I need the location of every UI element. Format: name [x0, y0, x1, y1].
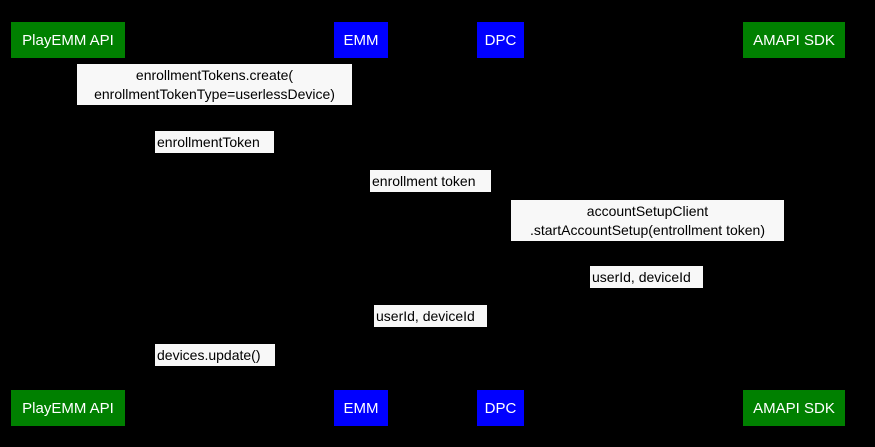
- participant-label: EMM: [343, 31, 379, 49]
- participant-header-playemm-api[interactable]: PlayEMM API: [11, 22, 125, 58]
- lifeline-emm: [360, 58, 362, 390]
- lifeline-amapi-sdk: [793, 58, 795, 390]
- message-arrow-msg-enrollment-tokens-create: [68, 107, 361, 108]
- message-label-msg-start-account-setup: accountSetupClient .startAccountSetup(en…: [511, 200, 784, 241]
- message-arrow-msg-userid-deviceid-to-dpc: [500, 290, 794, 291]
- message-arrow-msg-start-account-setup: [500, 243, 794, 244]
- participant-header-amapi-sdk[interactable]: AMAPI SDK: [743, 22, 845, 58]
- participant-label: AMAPI SDK: [753, 31, 835, 49]
- message-label-msg-devices-update: devices.update(): [155, 344, 275, 366]
- participant-header-dpc[interactable]: DPC: [477, 22, 524, 58]
- participant-label: EMM: [343, 399, 379, 417]
- participant-label: PlayEMM API: [22, 399, 114, 417]
- participant-footer-emm[interactable]: EMM: [334, 390, 388, 426]
- message-label-msg-userid-deviceid-to-emm: userId, deviceId: [374, 305, 487, 327]
- participant-label: PlayEMM API: [22, 31, 114, 49]
- participant-label: DPC: [484, 31, 517, 49]
- lifeline-playemm-api: [67, 58, 69, 390]
- lifeline-dpc: [500, 58, 501, 390]
- participant-label: AMAPI SDK: [753, 399, 835, 417]
- message-arrow-msg-enrollment-token-response: [68, 155, 361, 156]
- participant-footer-playemm-api[interactable]: PlayEMM API: [11, 390, 125, 426]
- message-arrow-msg-devices-update: [68, 368, 361, 369]
- participant-label: DPC: [484, 399, 517, 417]
- message-arrow-msg-enrollment-token-to-dpc: [361, 194, 501, 195]
- message-arrow-msg-userid-deviceid-to-emm: [361, 329, 501, 330]
- participant-footer-dpc[interactable]: DPC: [477, 390, 524, 426]
- message-label-msg-enrollment-tokens-create: enrollmentTokens.create( enrollmentToken…: [77, 64, 352, 105]
- message-label-msg-enrollment-token-response: enrollmentToken: [155, 131, 274, 153]
- participant-header-emm[interactable]: EMM: [334, 22, 388, 58]
- message-label-msg-userid-deviceid-to-dpc: userId, deviceId: [590, 266, 703, 288]
- message-label-msg-enrollment-token-to-dpc: enrollment token: [370, 170, 491, 192]
- participant-footer-amapi-sdk[interactable]: AMAPI SDK: [743, 390, 845, 426]
